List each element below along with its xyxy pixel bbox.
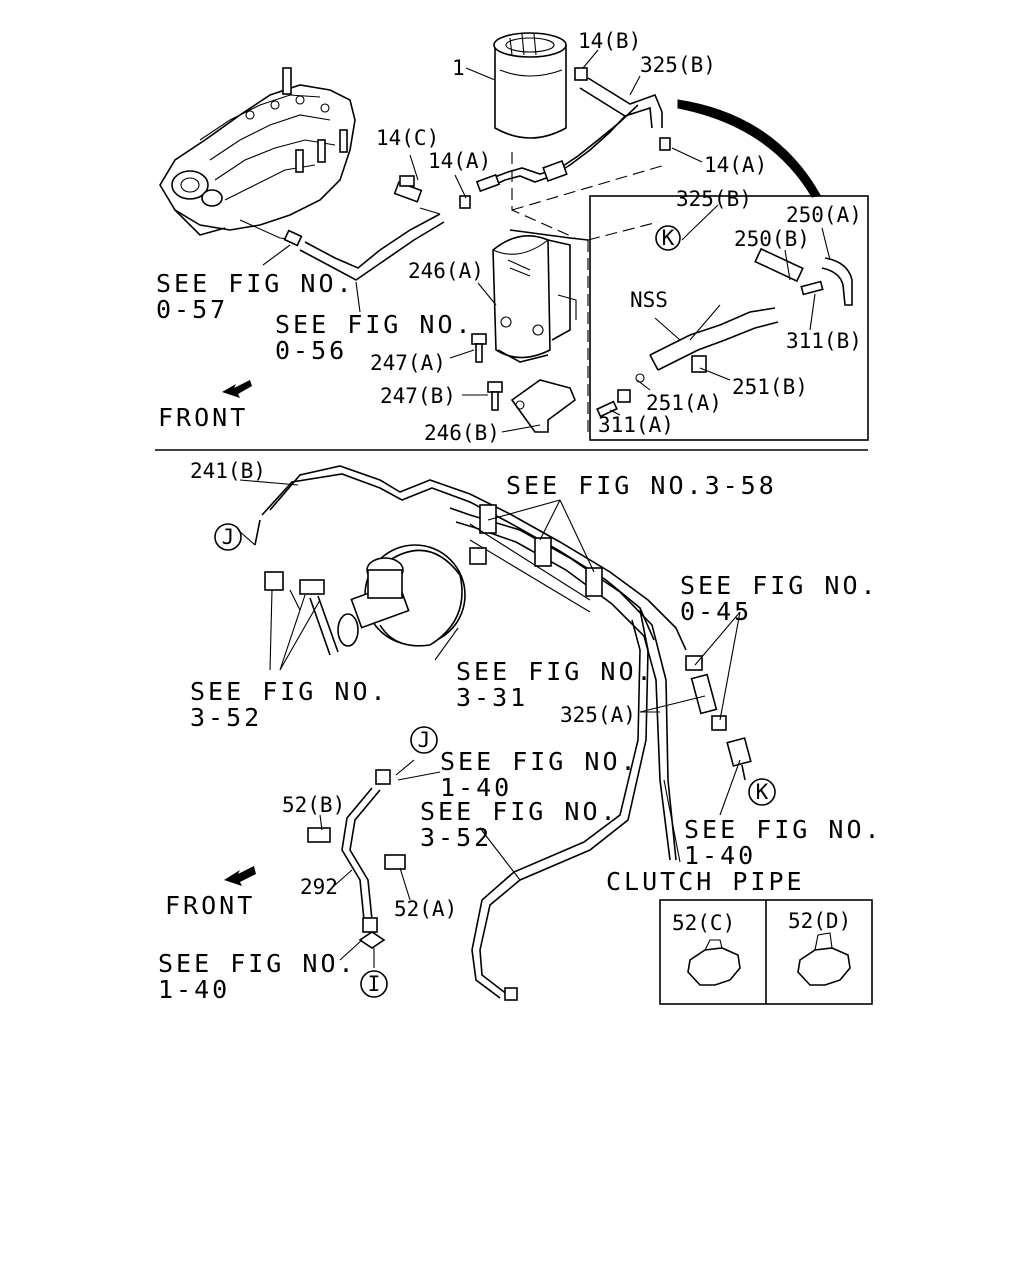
callout-j-left: J [222, 525, 235, 549]
label-292: 292 [300, 875, 338, 899]
routing-arc [677, 99, 821, 198]
label-247a: 247(A) [370, 351, 446, 375]
ref-fig-352-line1: SEE FIG NO. [190, 677, 389, 706]
front-label-top: FRONT [158, 403, 248, 432]
ref-fig-140-bot-line1: SEE FIG NO. [158, 949, 357, 978]
brake-pipes [254, 465, 687, 1001]
ref-fig-057-line2: 0-57 [156, 295, 228, 324]
label-52c: 52(C) [672, 911, 735, 935]
label-14c: 14(C) [376, 126, 439, 150]
callout-j-mid: J [418, 728, 431, 752]
dashed-leaders-top [511, 152, 666, 435]
callout-k-top: K [662, 226, 675, 250]
canister-hoses [399, 67, 671, 209]
label-247b: 247(B) [380, 384, 456, 408]
label-325a: 325(A) [560, 703, 636, 727]
clutch-pipe-label: CLUTCH PIPE [606, 867, 805, 896]
label-14a-right: 14(A) [704, 153, 767, 177]
right-connectors [685, 655, 752, 781]
label-325b-top: 325(B) [640, 53, 716, 77]
ref-fig-140-mid-line1: SEE FIG NO. [440, 747, 639, 776]
label-251b: 251(B) [732, 375, 808, 399]
clip-boxes [659, 899, 873, 1005]
ref-fig-045-line1: SEE FIG NO. [680, 571, 879, 600]
front-arrow-top-icon [222, 380, 252, 398]
label-246a: 246(A) [408, 259, 484, 283]
label-part-1: 1 [452, 56, 465, 80]
pipe-292 [307, 769, 406, 949]
label-325b-box: 325(B) [676, 187, 752, 211]
label-14b: 14(B) [578, 29, 641, 53]
bolts-and-bracket-b [471, 333, 576, 433]
label-nss: NSS [630, 288, 668, 312]
ref-fig-352-mid-line1: SEE FIG NO. [420, 797, 619, 826]
ref-fig-331-line2: 3-31 [456, 683, 528, 712]
ref-fig-140-right-line1: SEE FIG NO. [684, 815, 883, 844]
intake-manifold [159, 67, 356, 241]
front-arrow-bottom-icon [224, 866, 256, 886]
ref-fig-056-line1: SEE FIG NO. [275, 310, 474, 339]
ref-fig-045-line2: 0-45 [680, 597, 752, 626]
label-250a: 250(A) [786, 203, 862, 227]
ref-fig-056-line2: 0-56 [275, 336, 347, 365]
label-250b: 250(B) [734, 227, 810, 251]
ref-fig-358: SEE FIG NO.3-58 [506, 471, 777, 500]
master-cylinder-booster [264, 544, 487, 656]
ref-fig-352-mid-line2: 3-52 [420, 823, 492, 852]
label-241b: 241(B) [190, 459, 266, 483]
inlet-parts-box [589, 195, 869, 441]
label-311b: 311(B) [786, 329, 862, 353]
ref-fig-140-mid-line2: 1-40 [440, 773, 512, 802]
ref-fig-140-right-line2: 1-40 [684, 841, 756, 870]
ref-fig-352-line2: 3-52 [190, 703, 262, 732]
front-label-bottom: FRONT [165, 891, 255, 920]
canister-bracket [492, 229, 589, 363]
ref-fig-140-bot-line2: 1-40 [158, 975, 230, 1004]
label-14a-left: 14(A) [428, 149, 491, 173]
canister-part-1 [493, 32, 567, 139]
vacuum-hose-top [283, 181, 445, 281]
callout-k-bottom: K [756, 780, 769, 804]
label-52d: 52(D) [788, 909, 851, 933]
label-246b: 246(B) [424, 421, 500, 445]
label-311a: 311(A) [598, 413, 674, 437]
callout-i: I [368, 972, 381, 996]
label-52a: 52(A) [394, 897, 457, 921]
label-251a: 251(A) [646, 391, 722, 415]
ref-fig-057-line1: SEE FIG NO. [156, 269, 355, 298]
ref-fig-331-line1: SEE FIG NO. [456, 657, 655, 686]
leaders-top [262, 49, 831, 433]
label-52b: 52(B) [282, 793, 345, 817]
